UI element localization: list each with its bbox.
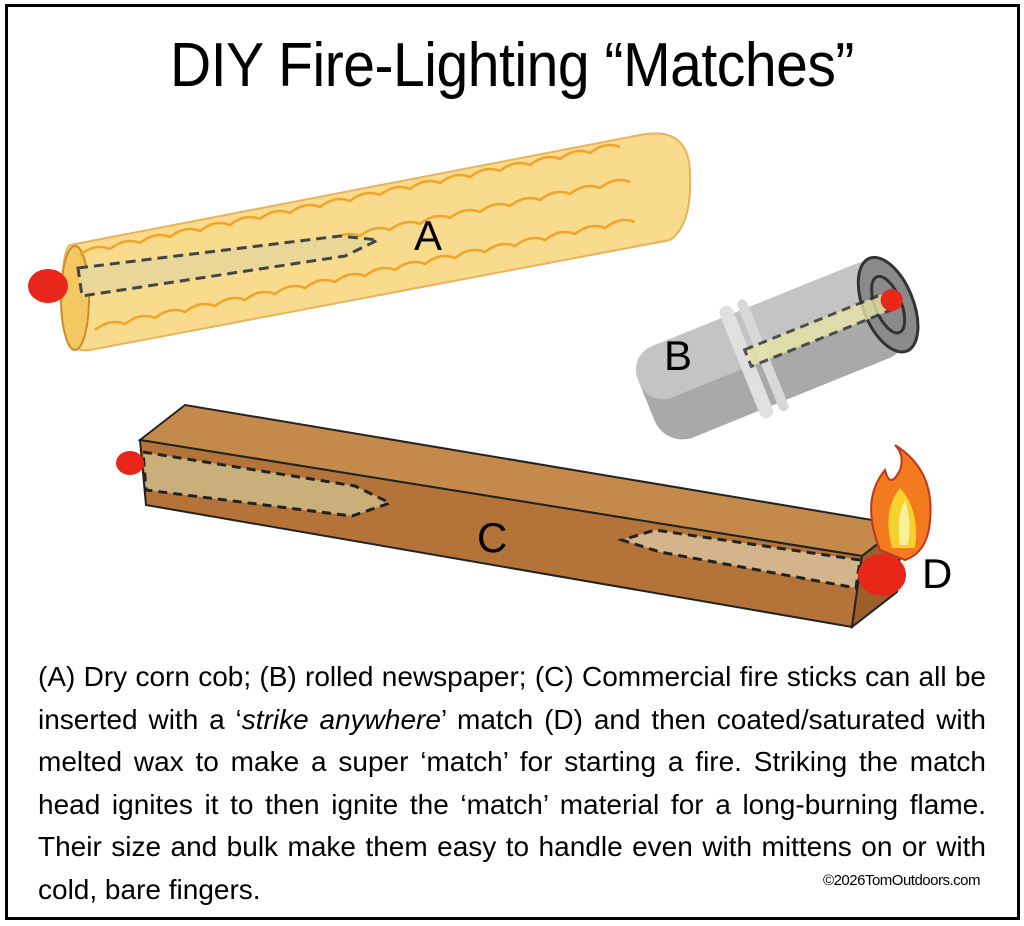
caption-part1: (A) Dry corn cob; (B) rolled newspaper; … — [38, 661, 986, 735]
label-d: D — [922, 550, 953, 597]
label-b: B — [664, 332, 693, 379]
caption-text: (A) Dry corn cob; (B) rolled newspaper; … — [38, 656, 986, 911]
caption-italic: strike anywhere — [241, 703, 441, 735]
label-a: A — [414, 212, 443, 259]
match-head-icon — [28, 269, 68, 303]
copyright: ©2026TomOutdoors.com — [823, 872, 980, 889]
caption-part2: ’ match (D) and then coated/saturated wi… — [38, 703, 986, 905]
newspaper-roll-illustration — [626, 255, 926, 461]
flame-icon — [870, 444, 932, 562]
corn-cob-illustration — [28, 132, 692, 352]
frame-border — [5, 4, 1020, 920]
label-c: C — [477, 514, 508, 561]
page-title: DIY Fire-Lighting “Matches” — [170, 31, 854, 100]
match-head-icon — [858, 554, 906, 596]
fire-stick-illustration — [116, 403, 932, 630]
match-head-icon — [116, 451, 144, 475]
